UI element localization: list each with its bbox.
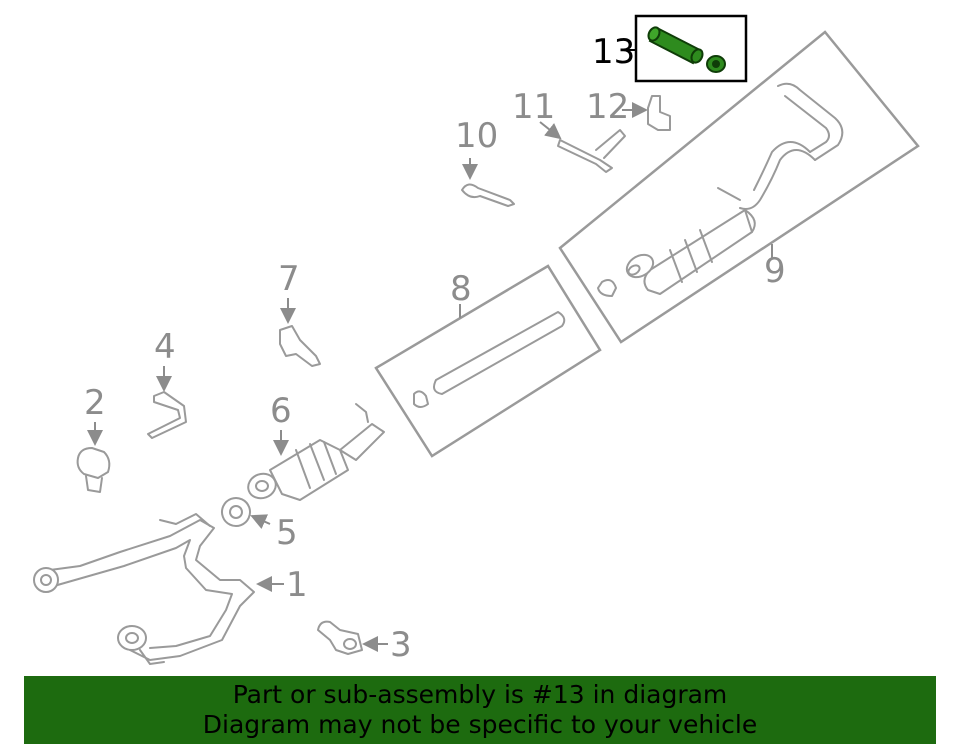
part-3-group[interactable]: 3 — [317, 620, 412, 665]
info-banner: Part or sub-assembly is #13 in diagram D… — [24, 676, 936, 744]
callout-6: 6 — [270, 391, 292, 431]
callout-3: 3 — [390, 625, 412, 665]
callout-10: 10 — [455, 116, 498, 156]
part-7-group[interactable]: 7 — [278, 259, 321, 367]
part-11-group[interactable]: 11 — [512, 87, 626, 173]
callout-7: 7 — [278, 259, 300, 299]
part-3-hanger — [317, 620, 363, 655]
part-9-group[interactable]: 9 — [558, 30, 920, 344]
part-10-bracket — [461, 183, 515, 207]
part-5-gasket — [221, 497, 251, 527]
part-5-leader — [250, 514, 271, 529]
callout-1: 1 — [286, 565, 308, 605]
part-13-clamp-pipe — [647, 26, 726, 73]
callout-9: 9 — [764, 251, 786, 291]
callout-13: 13 — [592, 32, 635, 72]
part-6-group[interactable]: 6 — [245, 391, 385, 502]
callout-12: 12 — [586, 87, 629, 127]
callout-2: 2 — [84, 383, 106, 423]
part-9-muffler — [597, 82, 844, 297]
part-8-box — [374, 264, 602, 458]
part-11-leader — [539, 121, 562, 140]
part-10-group[interactable]: 10 — [455, 116, 515, 207]
part-13-box — [634, 14, 748, 83]
part-4-group[interactable]: 4 — [147, 327, 187, 439]
part-2-hanger — [76, 447, 111, 493]
part-1-group[interactable]: 1 — [33, 513, 308, 665]
callout-8: 8 — [450, 269, 472, 309]
banner-line-2: Diagram may not be specific to your vehi… — [202, 710, 758, 739]
exhaust-diagram: 13 9 — [33, 14, 920, 665]
part-1-ypipe — [33, 513, 255, 665]
part-11-bracket — [557, 129, 626, 173]
part-13-group[interactable]: 13 — [592, 14, 748, 83]
part-6-converter — [247, 403, 385, 501]
part-5-group[interactable]: 5 — [218, 494, 298, 553]
callout-11: 11 — [512, 87, 555, 127]
part-12-bracket — [647, 95, 671, 131]
part-9-box — [558, 30, 920, 344]
part-2-group[interactable]: 2 — [76, 383, 111, 493]
part-7-bracket — [279, 325, 321, 367]
part-12-group[interactable]: 12 — [586, 87, 671, 131]
callout-4: 4 — [154, 327, 176, 367]
part-8-pipe — [413, 311, 566, 408]
part-8-group[interactable]: 8 — [374, 264, 602, 458]
callout-5: 5 — [276, 513, 298, 553]
banner-line-1: Part or sub-assembly is #13 in diagram — [232, 680, 728, 709]
part-4-bracket — [147, 391, 187, 439]
